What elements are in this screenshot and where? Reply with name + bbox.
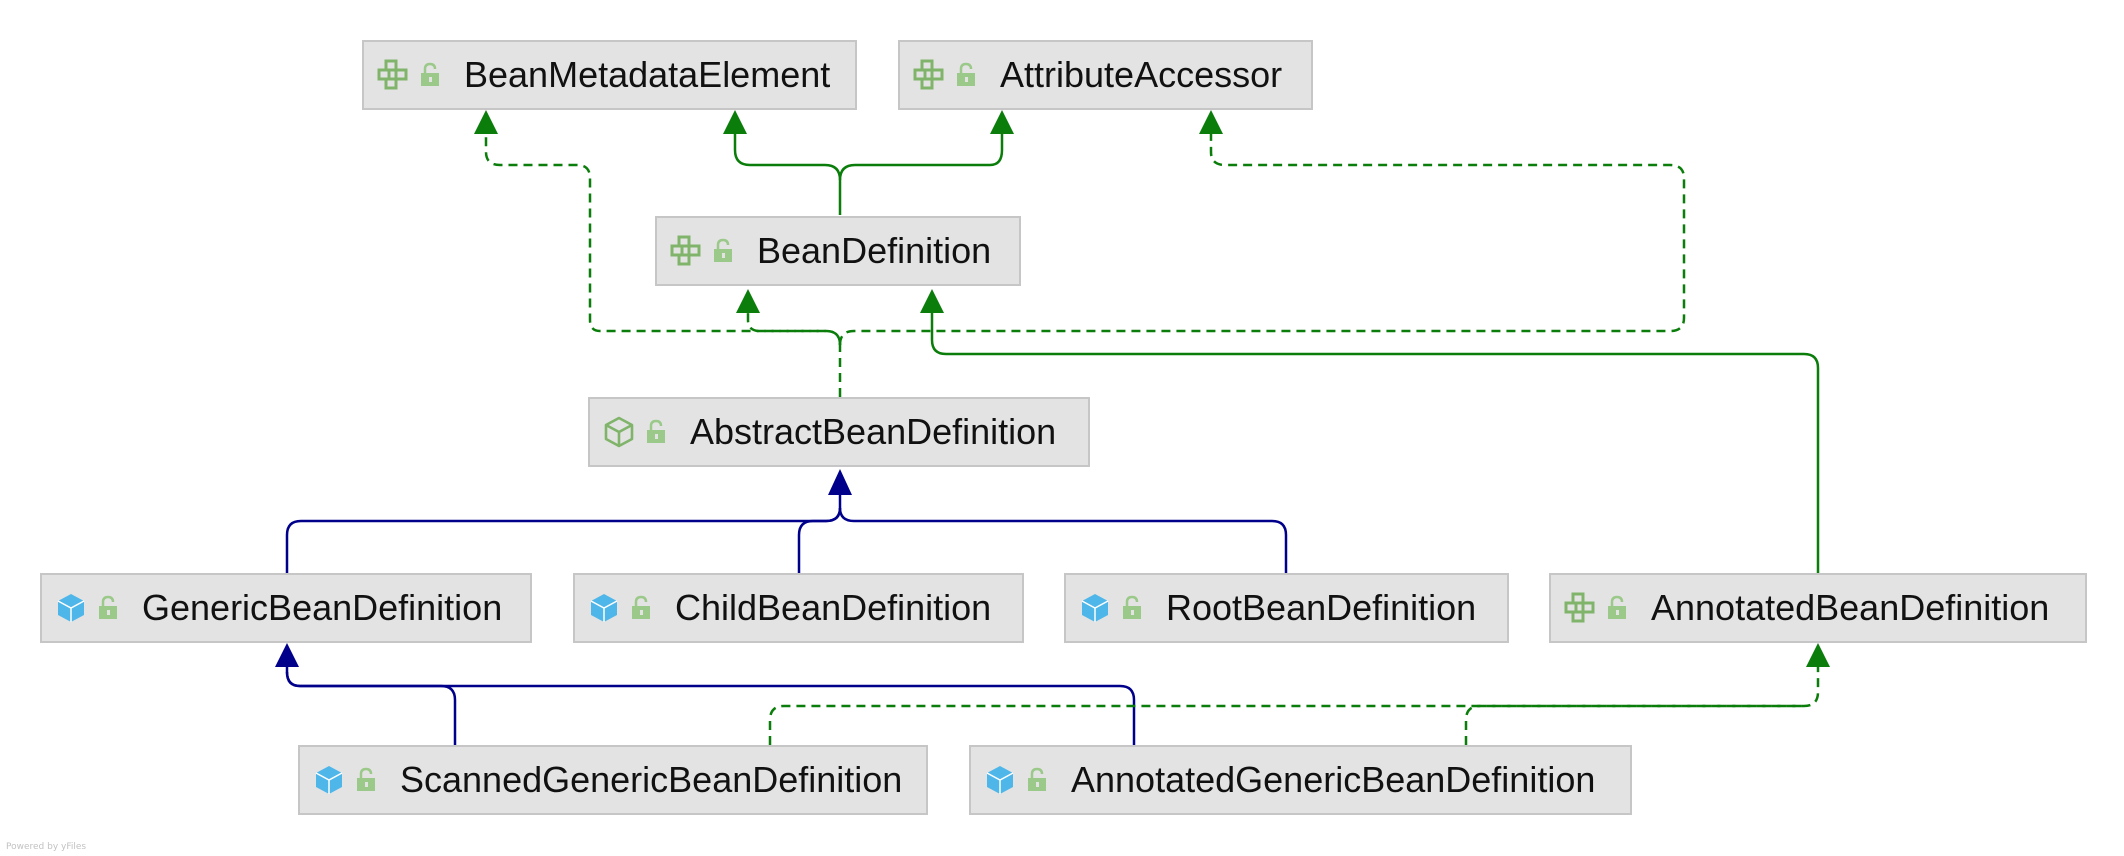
interface-icon [1563,591,1597,625]
edge-abstractbeandefinition-to-interfaces [484,134,1686,397]
node-attribute-accessor[interactable]: AttributeAccessor [898,40,1313,110]
node-abstract-bean-definition[interactable]: AbstractBeanDefinition [588,397,1090,467]
class-icon [587,591,621,625]
class-icon [983,763,1017,797]
arrowhead-abstract-bean-definition [828,469,852,495]
node-annotated-bean-definition[interactable]: AnnotatedBeanDefinition [1549,573,2087,643]
node-label: GenericBeanDefinition [142,587,503,628]
public-unlock-icon [96,595,122,621]
powered-by-footer: Powered by yFiles [6,842,87,852]
arrowhead-attribute-accessor-dashed [1199,110,1223,134]
public-unlock-icon [418,62,444,88]
arrowhead-bean-definition-solid [920,289,944,313]
node-bean-definition[interactable]: BeanDefinition [655,216,1021,286]
interface-icon [912,58,946,92]
edge-beandefinition-to-parents [733,134,1004,215]
class-icon [1078,591,1112,625]
public-unlock-icon [711,238,737,264]
node-label: AbstractBeanDefinition [690,411,1057,452]
arrowhead-attribute-accessor-solid [990,110,1014,134]
public-unlock-icon [1605,595,1631,621]
node-label: BeanMetadataElement [464,54,831,95]
arrowhead-bean-metadata-element-dashed [474,110,498,134]
node-root-bean-definition[interactable]: RootBeanDefinition [1064,573,1509,643]
public-unlock-icon [354,767,380,793]
public-unlock-icon [644,419,670,445]
node-label: ChildBeanDefinition [675,587,992,628]
node-bean-metadata-element[interactable]: BeanMetadataElement [362,40,857,110]
node-label: AnnotatedGenericBeanDefinition [1071,759,1596,800]
node-label: AttributeAccessor [1000,54,1283,95]
public-unlock-icon [629,595,655,621]
abstract-class-icon [602,415,636,449]
edge-generic-subclasses-to-annotatedbeandefinition [768,667,1820,745]
node-label: AnnotatedBeanDefinition [1651,587,2050,628]
arrowhead-bean-metadata-element-solid [723,110,747,134]
node-generic-bean-definition[interactable]: GenericBeanDefinition [40,573,532,643]
node-label: BeanDefinition [757,230,992,271]
node-label: RootBeanDefinition [1166,587,1477,628]
arrowhead-generic-bean-definition [275,643,299,667]
arrowhead-bean-definition-dashed [736,289,760,313]
arrowhead-annotated-bean-definition [1806,643,1830,667]
edge-subclasses-to-abstractbeandefinition [285,495,1288,573]
class-icon [312,763,346,797]
node-annotated-generic-bean-definition[interactable]: AnnotatedGenericBeanDefinition [969,745,1632,815]
public-unlock-icon [1025,767,1051,793]
node-label: ScannedGenericBeanDefinition [400,759,903,800]
node-scanned-generic-bean-definition[interactable]: ScannedGenericBeanDefinition [298,745,928,815]
edge-generic-subclasses-to-genericbeandefinition [285,667,1136,745]
interface-icon [376,58,410,92]
public-unlock-icon [954,62,980,88]
class-icon [54,591,88,625]
node-child-bean-definition[interactable]: ChildBeanDefinition [573,573,1024,643]
interface-icon [669,234,703,268]
edge-annotatedbeandefinition-to-beandefinition [930,313,1820,573]
public-unlock-icon [1120,595,1146,621]
